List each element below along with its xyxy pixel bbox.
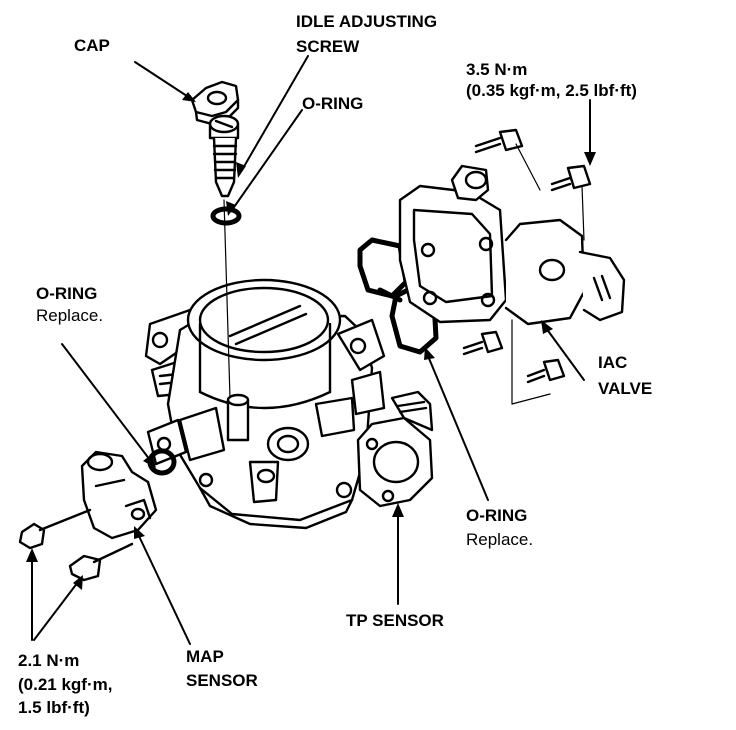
label-oring-top: O-RING bbox=[302, 94, 364, 113]
tp-sensor-part bbox=[356, 390, 434, 508]
label-oring-left: O-RING bbox=[36, 284, 98, 303]
idle-screw-part bbox=[208, 114, 240, 198]
label-tp-sensor: TP SENSOR bbox=[346, 611, 444, 630]
label-torque-map-line3: 1.5 lbf·ft) bbox=[18, 698, 90, 717]
label-map-sensor-line1: MAP bbox=[186, 647, 224, 666]
label-idle-adjusting-screw-line2: SCREW bbox=[296, 37, 360, 56]
label-iac-valve-line1: IAC bbox=[598, 353, 628, 372]
iac-valve-part bbox=[398, 164, 626, 326]
label-torque-map-line2: (0.21 kgf·m, bbox=[18, 675, 113, 694]
label-torque-map-line1: 2.1 N·m bbox=[18, 651, 80, 670]
label-cap: CAP bbox=[74, 36, 110, 55]
label-torque-iac-line1: 3.5 N·m bbox=[466, 60, 528, 79]
map-bolts bbox=[18, 508, 134, 582]
throttle-body-part bbox=[144, 278, 386, 530]
label-oring-right: O-RING bbox=[466, 506, 528, 525]
label-idle-adjusting-screw-line1: IDLE ADJUSTING bbox=[296, 12, 438, 31]
map-sensor-part bbox=[80, 450, 158, 540]
label-iac-valve-line2: VALVE bbox=[598, 379, 653, 398]
oring-top-part bbox=[210, 206, 242, 226]
label-oring-right-replace: Replace. bbox=[466, 530, 534, 549]
assembly-centerlines bbox=[223, 143, 585, 405]
label-oring-left-replace: Replace. bbox=[36, 306, 104, 325]
label-map-sensor-line2: SENSOR bbox=[186, 671, 258, 690]
label-torque-iac-line2: (0.35 kgf·m, 2.5 lbf·ft) bbox=[466, 81, 637, 100]
arrow-heads bbox=[26, 92, 596, 590]
leader-arrows bbox=[31, 55, 591, 645]
